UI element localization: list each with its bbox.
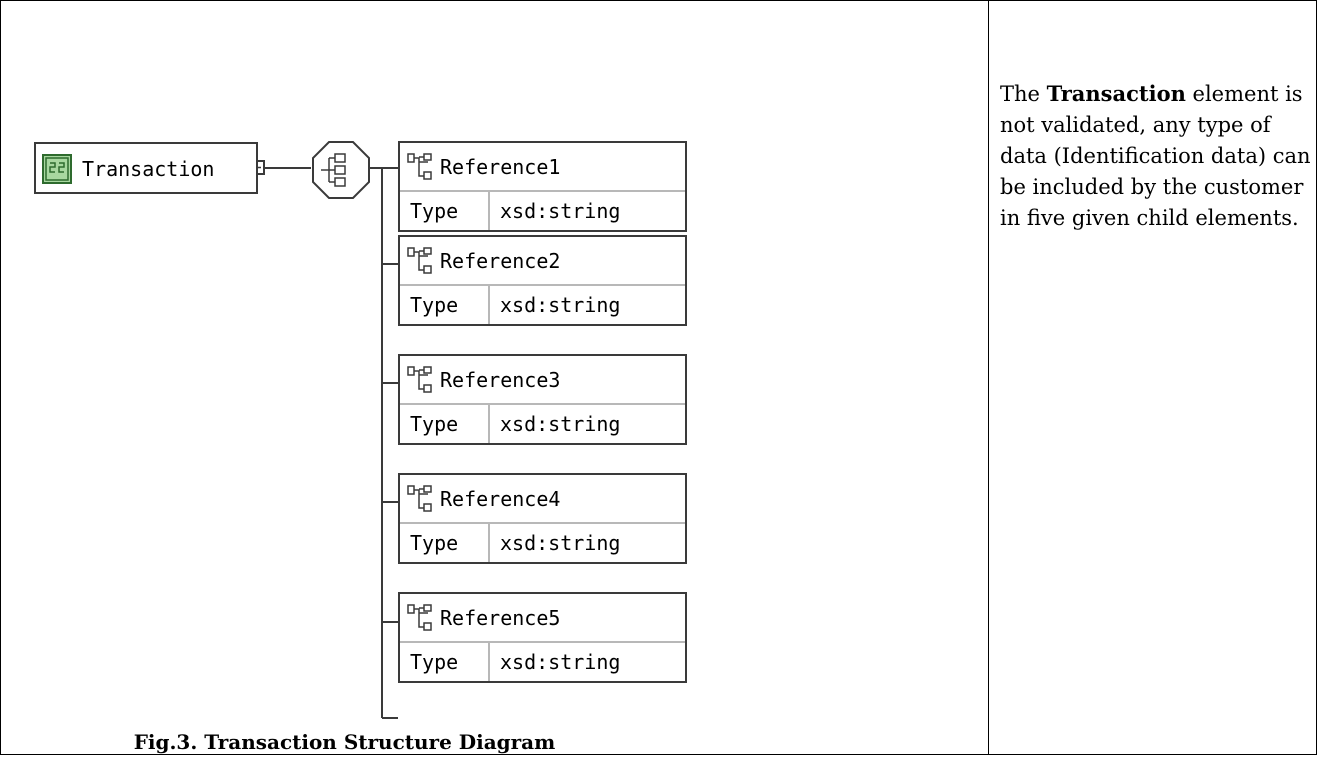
child-element-header: Reference1 <box>400 143 685 192</box>
description-text: The Transaction element is not validated… <box>1000 78 1315 234</box>
element-icon <box>407 604 432 631</box>
root-element-name: Transaction <box>82 157 215 181</box>
description-bold-term: Transaction <box>1046 81 1186 106</box>
figure-caption: Fig.3. Transaction Structure Diagram <box>133 730 556 754</box>
type-label: Type <box>400 286 490 324</box>
element-icon <box>407 485 432 512</box>
child-element-reference2[interactable]: Reference2 Type xsd:string <box>398 235 687 326</box>
element-icon <box>407 153 432 180</box>
type-value: xsd:string <box>500 293 621 317</box>
type-value: xsd:string <box>500 531 621 555</box>
child-element-reference3[interactable]: Reference3 Type xsd:string <box>398 354 687 445</box>
type-value: xsd:string <box>500 650 621 674</box>
type-value: xsd:string <box>500 199 621 223</box>
child-element-header: Reference4 <box>400 475 685 524</box>
child-element-reference4[interactable]: Reference4 Type xsd:string <box>398 473 687 564</box>
type-label: Type <box>400 524 490 562</box>
type-label: Type <box>400 405 490 443</box>
description-suffix: element is not validated, any type of da… <box>1000 82 1311 230</box>
root-element-box[interactable]: Transaction <box>34 142 258 194</box>
child-element-name: Reference2 <box>440 249 561 273</box>
child-element-header: Reference2 <box>400 237 685 286</box>
type-label: Type <box>400 643 490 681</box>
type-label: Type <box>400 192 490 230</box>
child-element-name: Reference4 <box>440 487 561 511</box>
description-prefix: The <box>1000 82 1047 106</box>
element-icon <box>407 366 432 393</box>
child-element-reference5[interactable]: Reference5 Type xsd:string <box>398 592 687 683</box>
child-element-reference1[interactable]: Reference1 Type xsd:string <box>398 141 687 232</box>
complex-element-icon <box>42 154 72 184</box>
type-value: xsd:string <box>500 412 621 436</box>
child-element-name: Reference1 <box>440 155 561 179</box>
child-element-name: Reference3 <box>440 368 561 392</box>
element-icon <box>407 247 432 274</box>
sequence-compositor-icon[interactable] <box>311 140 371 200</box>
child-element-name: Reference5 <box>440 606 561 630</box>
child-element-header: Reference5 <box>400 594 685 643</box>
child-element-header: Reference3 <box>400 356 685 405</box>
